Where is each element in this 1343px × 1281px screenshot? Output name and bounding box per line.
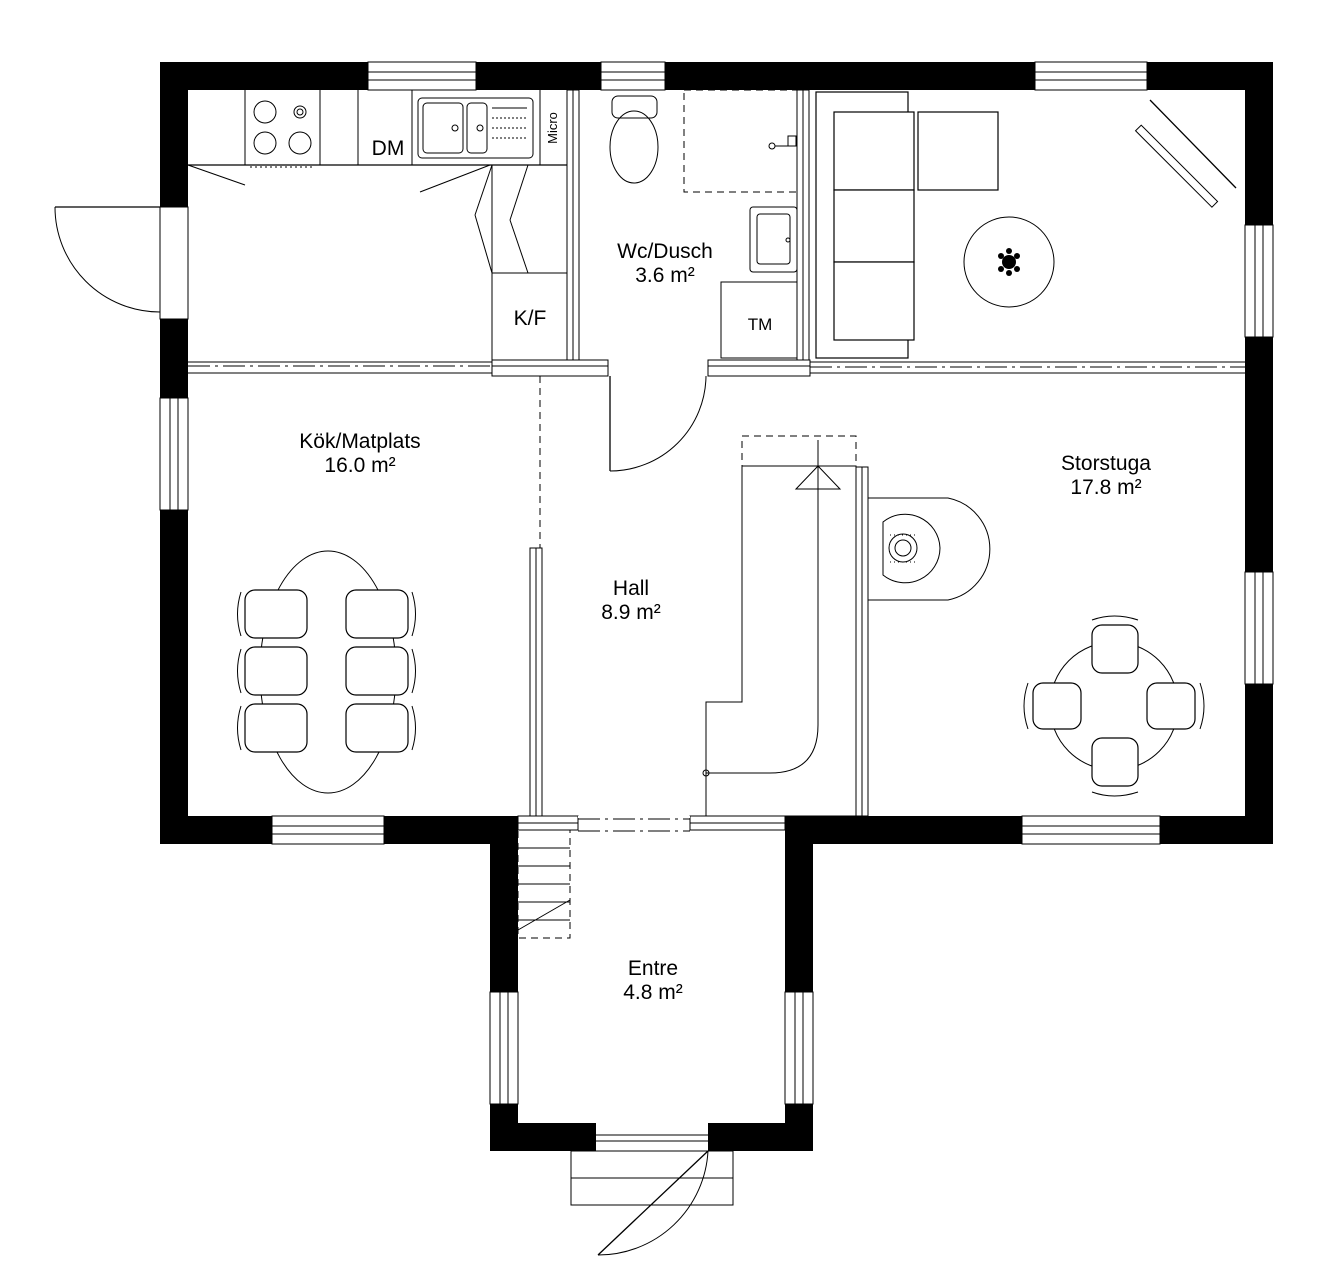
room-area-entry: 4.8 m² (623, 981, 683, 1004)
room-name-entry: Entre (628, 957, 678, 980)
bathroom-fixtures: TM (609, 89, 798, 359)
room-area-kitchen: 16.0 m² (324, 454, 395, 477)
sink-icon (417, 97, 534, 159)
exterior-walls (160, 62, 1273, 1151)
room-area-living: 17.8 m² (1070, 476, 1141, 499)
interior-walls (188, 89, 1245, 817)
shower-icon (768, 135, 797, 150)
fridge-freezer-label: K/F (514, 307, 547, 330)
microwave-label: Micro (545, 112, 560, 144)
room-name-kitchen: Kök/Matplats (299, 430, 420, 453)
room-name-living: Storstuga (1061, 452, 1151, 475)
plant-icon (998, 248, 1020, 276)
staircase (702, 435, 857, 817)
room-labels: Kök/Matplats 16.0 m² Wc/Dusch 3.6 m² Sto… (299, 240, 1151, 1004)
tv-icon (1134, 99, 1237, 208)
sofa (815, 91, 999, 359)
dishwasher-label: DM (372, 137, 405, 160)
washer-label: TM (748, 315, 773, 334)
living-dining-set (1023, 615, 1205, 797)
fireplace-icon (868, 497, 991, 601)
windows (159, 61, 1274, 1151)
room-name-hall: Hall (613, 577, 649, 600)
washbasin-icon (749, 206, 798, 273)
room-area-hall: 8.9 m² (601, 601, 661, 624)
room-name-wc: Wc/Dusch (617, 240, 713, 263)
room-area-wc: 3.6 m² (635, 264, 695, 287)
doors (54, 206, 734, 1256)
stove-icon (250, 100, 315, 168)
entry-stairs (517, 829, 571, 939)
kitchen-counter: DM Micro K/F (187, 90, 568, 361)
coffee-table (963, 216, 1055, 308)
kitchen-dining-set (237, 550, 416, 794)
toilet-icon (609, 95, 659, 184)
